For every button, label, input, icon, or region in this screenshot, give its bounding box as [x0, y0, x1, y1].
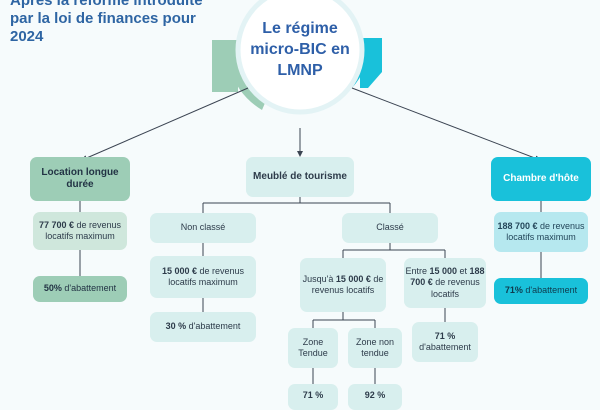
entre-abattement-suffix: d'abattement — [419, 342, 471, 352]
node-meuble-tourisme-label: Meublé de tourisme — [253, 170, 347, 182]
location-revenus-suffix: de revenus locatifs maximum — [45, 219, 122, 241]
node-zone-non-tendue-value: 92 % — [348, 384, 402, 410]
node-entre-abattement: 71 % d'abattement — [412, 322, 478, 362]
non-classe-abattement-text: 30 % d'abattement — [166, 321, 241, 332]
connector-lines — [79, 0, 542, 384]
zone-tendue-label: Zone Tendue — [298, 336, 328, 358]
pointer-right-shape — [360, 38, 382, 88]
node-location-revenus: 77 700 € de revenus locatifs maximum — [33, 212, 127, 250]
arrow-to-location — [81, 87, 249, 161]
node-location-abattement: 50% d'abattement — [33, 276, 127, 302]
node-chambre-hote: Chambre d'hôte — [491, 157, 591, 201]
non-classe-abattement-suffix: d'abattement — [186, 321, 241, 332]
entre-amount-2: 188 700 € — [410, 266, 485, 288]
location-abattement-suffix: d'abattement — [61, 283, 117, 294]
node-chambre-revenus: 188 700 € de revenus locatifs maximum — [494, 212, 588, 252]
node-chambre-abattement: 71% d'abattement — [494, 278, 588, 304]
chambre-revenus-text: 188 700 € de revenus locatifs maximum — [494, 221, 588, 244]
non-classe-revenus-amount: 15 000 € — [161, 265, 197, 276]
jusqua-prefix: Jusqu'à — [302, 273, 336, 284]
non-classe-revenus-suffix: de revenus locatifs maximum — [168, 265, 245, 287]
location-revenus-amount: 77 700 € — [38, 219, 74, 230]
location-abattement-amount: 50% — [43, 283, 62, 294]
entre-abattement-amount: 71 % — [434, 330, 456, 341]
non-classe-abattement-amount: 30 % — [165, 321, 187, 332]
entre-abattement-text: 71 % d'abattement — [412, 331, 478, 354]
zone-non-tendue-value: 92 % — [364, 390, 386, 400]
chambre-abattement-text: 71% d'abattement — [505, 285, 577, 296]
node-zone-non-tendue: Zone non tendue — [348, 328, 402, 368]
node-zone-tendue: Zone Tendue — [288, 328, 338, 368]
node-location-longue-label: Location longue durée — [41, 166, 119, 191]
center-title: Le régime micro-BIC en LMNP — [250, 20, 350, 79]
chambre-revenus-amount: 188 700 € — [497, 220, 538, 231]
node-jusqua: Jusqu'à 15 000 € de revenus locatifs — [300, 258, 386, 312]
entre-prefix: Entre — [405, 266, 430, 277]
jusqua-text: Jusqu'à 15 000 € de revenus locatifs — [300, 274, 386, 297]
entre-amount-1: 15 000 — [429, 266, 457, 277]
node-non-classe-revenus: 15 000 € de revenus locatifs maximum — [150, 256, 256, 298]
node-meuble-tourisme: Meublé de tourisme — [246, 157, 354, 197]
node-classe-label: Classé — [376, 222, 404, 233]
node-non-classe-abattement: 30 % d'abattement — [150, 312, 256, 342]
entre-suffix: de revenus locatifs — [430, 277, 480, 299]
jusqua-amount: 15 000 € — [335, 273, 371, 284]
pointer-left-shape — [212, 40, 238, 92]
node-non-classe-label: Non classé — [180, 222, 226, 233]
entre-middle: et — [457, 266, 470, 277]
node-chambre-hote-label: Chambre d'hôte — [503, 172, 579, 184]
non-classe-revenus-text: 15 000 € de revenus locatifs maximum — [150, 266, 256, 289]
node-non-classe: Non classé — [150, 213, 256, 243]
page-title: Après la réforme introduite par la loi d… — [10, 0, 203, 45]
entre-text: Entre 15 000 et 188 700 € de revenus loc… — [404, 266, 486, 300]
location-abattement-text: 50% d'abattement — [44, 283, 116, 294]
chambre-abattement-suffix: d'abattement — [522, 285, 578, 296]
node-location-longue: Location longue durée — [30, 157, 130, 201]
node-zone-tendue-value: 71 % — [288, 384, 338, 410]
location-revenus-text: 77 700 € de revenus locatifs maximum — [33, 220, 127, 243]
chambre-revenus-suffix: de revenus locatifs maximum — [506, 220, 585, 242]
arrow-to-chambre — [351, 87, 541, 162]
jusqua-suffix: de revenus locatifs — [311, 273, 384, 295]
node-classe: Classé — [342, 213, 438, 243]
zone-tendue-value: 71 % — [302, 390, 324, 400]
chambre-abattement-amount: 71% — [504, 285, 523, 296]
node-entre: Entre 15 000 et 188 700 € de revenus loc… — [404, 258, 486, 308]
zone-non-tendue-label: Zone non tendue — [355, 336, 395, 358]
